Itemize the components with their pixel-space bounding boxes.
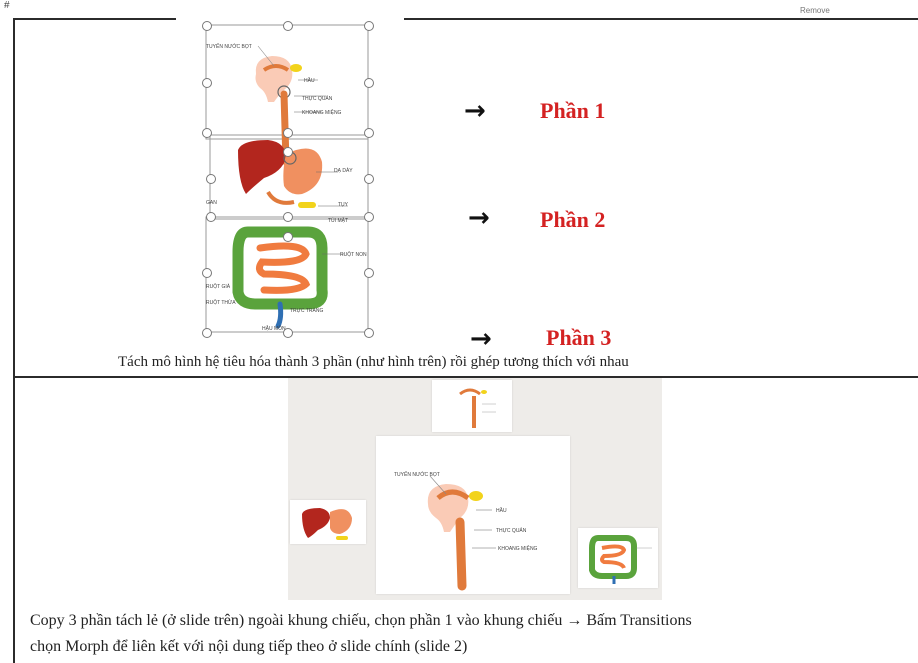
resize-handle[interactable]	[202, 21, 212, 31]
arrow-part-1: →	[464, 98, 486, 124]
label-ruot-gia: RUỘT GIÀ	[206, 284, 230, 290]
resize-handle[interactable]	[206, 212, 216, 222]
label-tuy: TỤY	[338, 202, 348, 208]
slide-label-thuc-quan: THỰC QUẢN	[496, 528, 526, 534]
resize-handle[interactable]	[364, 78, 374, 88]
instruction-line-1: Copy 3 phần tách lẻ (ở slide trên) ngoài…	[30, 608, 692, 634]
main-slide[interactable]: TUYẾN NƯỚC BỌT HẦU THỰC QUẢN KHOANG MIỆN…	[376, 436, 570, 594]
digestive-diagram-split[interactable]: TUYẾN NƯỚC BỌT HẦU THỰC QUẢN KHOANG MIỆN…	[198, 22, 376, 340]
resize-handle[interactable]	[206, 174, 216, 184]
top-border-left	[14, 18, 176, 20]
resize-handle[interactable]	[283, 212, 293, 222]
label-hau-mon: HẬU MÔN	[262, 326, 286, 332]
resize-handle[interactable]	[202, 128, 212, 138]
resize-handle[interactable]	[283, 128, 293, 138]
slide-label-tuyen-nuoc-bot: TUYẾN NƯỚC BỌT	[394, 472, 440, 478]
label-gan: GAN	[206, 200, 217, 206]
corner-note: Remove	[800, 6, 830, 15]
top-border-right	[404, 18, 918, 20]
resize-handle[interactable]	[283, 328, 293, 338]
resize-handle[interactable]	[364, 128, 374, 138]
slide-label-hau: HẦU	[496, 508, 507, 514]
part-1-on-slide	[376, 436, 570, 594]
part-2-thumbnail	[290, 500, 366, 544]
label-tuyen-nuoc-bot: TUYẾN NƯỚC BỌT	[206, 44, 252, 50]
resize-handle[interactable]	[364, 21, 374, 31]
corner-mark: #	[4, 0, 10, 11]
part-3-thumbnail	[578, 528, 658, 588]
label-truc-trang: TRỰC TRÀNG	[290, 308, 323, 314]
offslide-part-left[interactable]	[290, 500, 366, 544]
resize-handle[interactable]	[364, 174, 374, 184]
part-1-label: Phần 1	[540, 98, 605, 124]
left-border	[13, 18, 15, 663]
part-3-label: Phần 3	[546, 325, 611, 351]
resize-handle[interactable]	[364, 212, 374, 222]
offslide-part-right[interactable]	[578, 528, 658, 588]
label-ruot-non: RUỘT NON	[340, 252, 367, 258]
label-tui-mat: TÚI MẬT	[328, 218, 348, 224]
label-hau: HẦU	[304, 78, 315, 84]
label-khoang-mieng: KHOANG MIỆNG	[302, 110, 341, 116]
part-2-label: Phần 2	[540, 207, 605, 233]
rotate-handle[interactable]	[283, 232, 293, 242]
resize-handle[interactable]	[202, 78, 212, 88]
resize-handle[interactable]	[364, 328, 374, 338]
offslide-part-top[interactable]	[432, 380, 512, 432]
resize-handle[interactable]	[202, 268, 212, 278]
instruction-line-2: chọn Morph để liên kết với nội dung tiếp…	[30, 634, 467, 660]
slide-label-khoang-mieng: KHOANG MIỆNG	[498, 546, 537, 552]
label-ruot-thua: RUỘT THỪA	[206, 300, 236, 306]
rotate-handle[interactable]	[283, 147, 293, 157]
resize-handle[interactable]	[202, 328, 212, 338]
label-da-day: DẠ DÀY	[334, 168, 353, 174]
label-thuc-quan: THỰC QUẢN	[302, 96, 332, 102]
top-caption: Tách mô hình hệ tiêu hóa thành 3 phần (n…	[118, 354, 629, 371]
resize-handle[interactable]	[364, 268, 374, 278]
arrow-part-2: →	[468, 205, 490, 231]
arrow-part-3: →	[470, 326, 492, 352]
digestive-system-illustration	[198, 22, 376, 340]
resize-handle[interactable]	[283, 21, 293, 31]
part-1-thumbnail	[432, 380, 512, 432]
